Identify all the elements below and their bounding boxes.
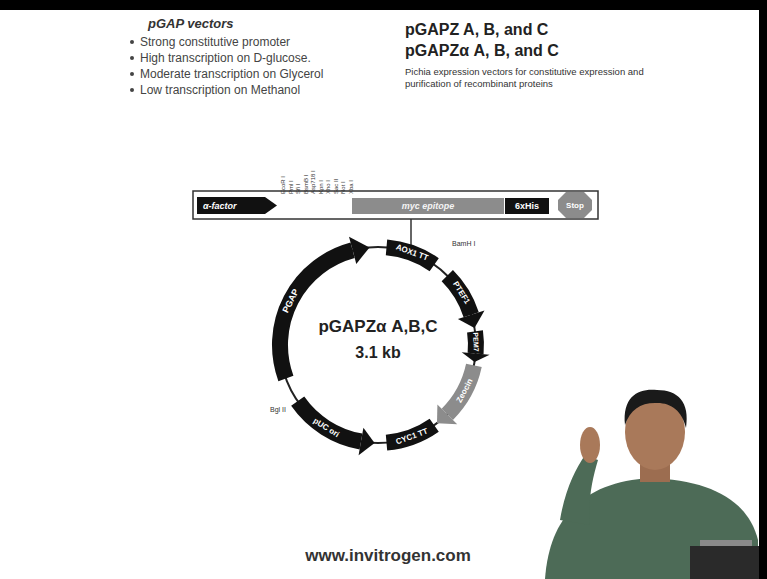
vector-title: pGAPZα A, B, and C — [405, 41, 559, 60]
restriction-site: EcoR I — [280, 176, 286, 194]
tef1-segment — [447, 276, 471, 315]
lecturer-hair — [625, 390, 687, 428]
segment-label: PGAP — [281, 287, 301, 314]
right-bar — [759, 0, 767, 579]
plasmid-name: pGAPZα A,B,C — [318, 317, 437, 337]
pgap-segment — [280, 250, 353, 378]
lecturer-hand — [580, 427, 600, 463]
box-fill — [352, 198, 504, 214]
bullet-text: Low transcription on Methanol — [140, 83, 300, 97]
restriction-site: Pml I — [288, 180, 294, 194]
box-fill — [558, 192, 592, 218]
restriction-site: Xho I — [325, 180, 331, 194]
pgap-arrowhead — [349, 237, 370, 264]
bullet-dot — [130, 56, 134, 60]
vector-title: pGAPZ A, B, and C — [405, 20, 548, 39]
lecturer-arm — [560, 455, 598, 525]
segment-label: PEM7 — [472, 332, 480, 351]
tag-box: 6xHis — [505, 198, 549, 214]
restriction-site: Kpn I — [318, 180, 324, 194]
section-heading: pGAP vectors — [148, 16, 234, 32]
restriction-site: BsmB I — [303, 175, 309, 194]
top-bar — [0, 0, 767, 10]
lecturer-figure — [545, 390, 759, 579]
segment-label: Zeocin — [455, 378, 474, 405]
em7-segment — [467, 331, 484, 353]
epitope-box: myc epitope — [352, 198, 504, 214]
restriction-site: Xba I — [348, 180, 354, 194]
bullet-dot — [130, 72, 134, 76]
em7-arrowhead — [462, 352, 490, 362]
bullet-dot — [130, 88, 134, 92]
stop-octagon: Stop — [558, 192, 592, 218]
zeocin-arrowhead — [437, 404, 457, 424]
box-fill — [505, 198, 549, 214]
bullet-text: High transcription on D-glucose. — [140, 51, 311, 65]
box-fill — [197, 197, 277, 214]
plasmid-ring — [280, 247, 476, 443]
box-label: Stop — [566, 201, 584, 210]
laptop-lid — [700, 540, 752, 546]
puc-segment — [298, 401, 361, 441]
puc-arrowhead — [359, 428, 375, 456]
description-text: Pichia expression vectors for constituti… — [405, 66, 660, 91]
restriction-site: Not I — [340, 181, 346, 194]
segment-label: pUC ori — [312, 417, 341, 439]
box-label: myc epitope — [402, 201, 455, 211]
website-url: www.invitrogen.com — [305, 546, 471, 566]
segment-label: AOX1 TT — [394, 243, 428, 262]
restriction-site: Sfi I — [295, 184, 301, 194]
restriction-site: Asp718 I — [310, 170, 316, 194]
bullet-text: Moderate transcription on Glycerol — [140, 67, 323, 81]
signal-arrow-box: α-factor — [197, 197, 277, 214]
segment-label: PTEF1 — [451, 280, 471, 305]
segment-label: CYC1 TT — [394, 428, 428, 447]
mcs-frame — [193, 191, 598, 219]
plasmid-size: 3.1 kb — [355, 343, 400, 362]
box-label: 6xHis — [515, 201, 539, 211]
box-label: α-factor — [203, 201, 237, 211]
bullet-text: Strong constitutive promoter — [140, 35, 290, 49]
restriction-site: Sac II — [333, 179, 339, 194]
restriction-site: Bgl II — [270, 406, 286, 414]
restriction-site: BamH I — [452, 240, 475, 248]
laptop-base — [690, 546, 759, 579]
tef1-arrowhead — [458, 310, 485, 328]
bullet-dot — [130, 40, 134, 44]
zeocin-segment — [447, 365, 474, 414]
